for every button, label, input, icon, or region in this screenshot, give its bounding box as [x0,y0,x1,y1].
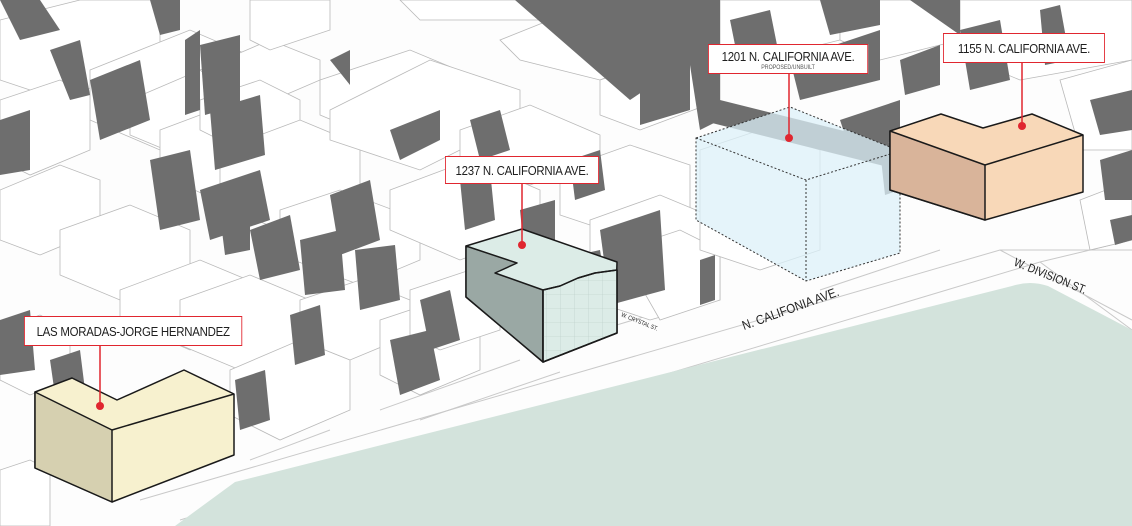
callout-leaders [99,63,1023,405]
callout-label: 1155 N. CALIFORNIA AVE. [957,41,1091,56]
callout-las-moradas: LAS MORADAS-JORGE HERNANDEZ [24,316,243,346]
callout-dots [96,122,1026,410]
leader-dot-1155 [1018,122,1026,130]
leader-dot-1237 [518,241,526,249]
leader-dot-1201 [785,134,793,142]
callout-1155: 1155 N. CALIFORNIA AVE. [943,33,1105,63]
leader-dot-las-moradas [96,402,104,410]
building-1201-proposed [695,106,901,282]
callout-sublabel: PROPOSED/UNBUILT [761,65,815,71]
building-las-moradas [34,369,235,503]
callout-1201: 1201 N. CALIFORNIA AVE. PROPOSED/UNBUILT [708,44,869,74]
callout-1237: 1237 N. CALIFORNIA AVE. [445,156,599,184]
building-1155 [889,113,1084,221]
callout-label: 1201 N. CALIFORNIA AVE. [721,49,855,64]
park-area [175,283,1132,526]
callout-label: LAS MORADAS-JORGE HERNANDEZ [36,324,230,339]
callout-label: 1237 N. CALIFORNIA AVE. [455,163,589,178]
building-1237 [465,228,618,363]
